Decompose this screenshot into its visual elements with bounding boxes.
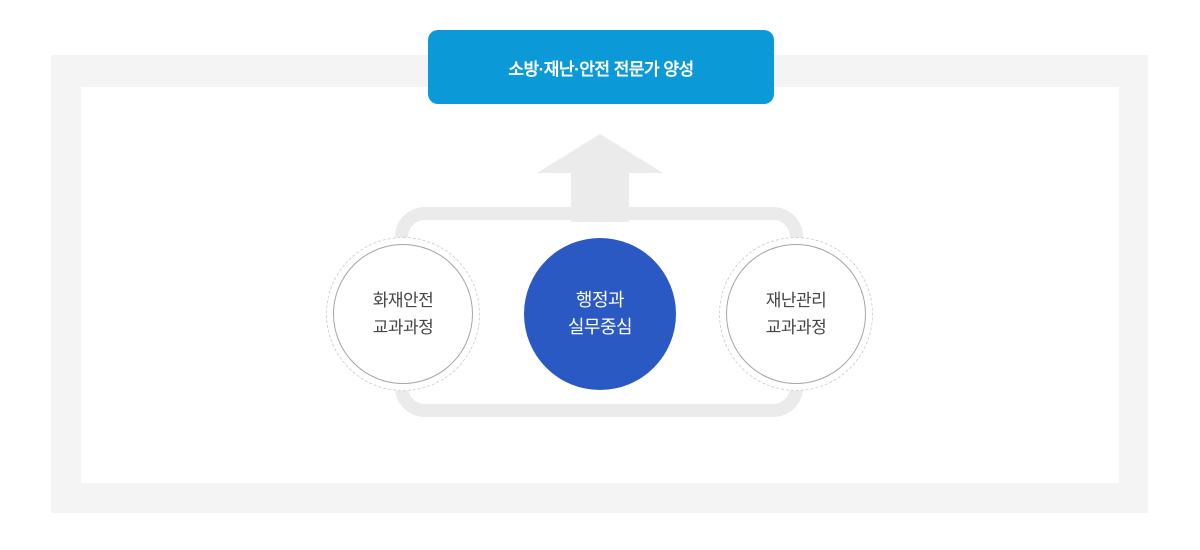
circle-disaster-management-label: 재난관리 교과과정 bbox=[765, 291, 827, 337]
circle-disaster-management-inner-ring: 재난관리 교과과정 bbox=[726, 244, 866, 384]
circle-fire-safety-inner-ring: 화재안전 교과과정 bbox=[333, 244, 473, 384]
circle-disaster-management: 재난관리 교과과정 bbox=[719, 237, 873, 391]
header-badge: 소방·재난·안전 전문가 양성 bbox=[428, 30, 774, 104]
circle-admin-practice: 행정과 실무중심 bbox=[524, 238, 676, 390]
circle-fire-safety: 화재안전 교과과정 bbox=[326, 237, 480, 391]
circle-fire-safety-label: 화재안전 교과과정 bbox=[372, 291, 434, 337]
header-badge-label: 소방·재난·안전 전문가 양성 bbox=[508, 59, 694, 79]
circle-admin-practice-label: 행정과 실무중심 bbox=[567, 290, 633, 337]
up-arrow-icon bbox=[537, 134, 663, 222]
